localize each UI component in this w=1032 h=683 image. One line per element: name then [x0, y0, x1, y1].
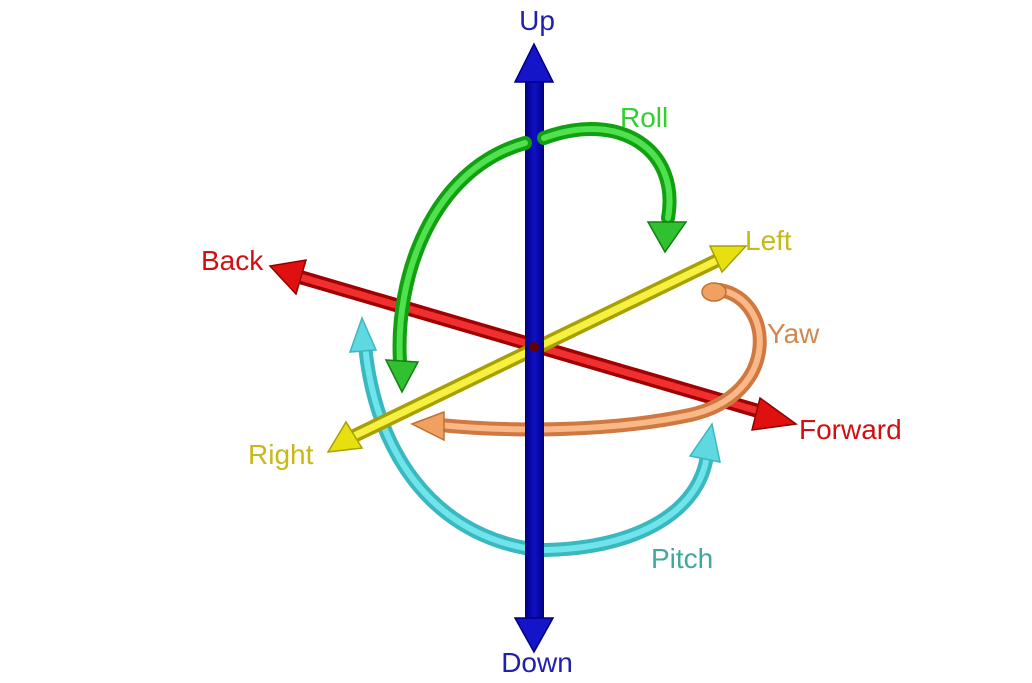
down-arrowhead	[513, 617, 555, 654]
origin-point	[529, 342, 539, 352]
yaw-arrowhead	[410, 410, 445, 442]
roll-arrowhead-right	[646, 221, 688, 254]
back-arrowhead	[268, 259, 308, 296]
back-label: Back	[201, 245, 264, 276]
down-label: Down	[501, 647, 573, 678]
up-arrowhead	[513, 42, 555, 83]
forward-arrowhead	[751, 396, 798, 431]
right-label: Right	[248, 439, 314, 470]
roll-label: Roll	[620, 102, 668, 133]
roll-arrowhead-left	[384, 359, 420, 394]
up-label: Up	[519, 5, 555, 36]
left-label: Left	[745, 225, 792, 256]
vertical-axis	[513, 42, 555, 654]
forward-label: Forward	[799, 414, 902, 445]
roll-arc	[384, 122, 688, 394]
pitch-arrowhead-right	[688, 422, 721, 463]
pitch-arc	[348, 315, 721, 557]
right-arrowhead	[326, 420, 364, 453]
yaw-arc	[410, 282, 767, 442]
yaw-label: Yaw	[767, 318, 820, 349]
pitch-arrowhead-top	[348, 315, 378, 353]
yaw-arc-end	[701, 282, 727, 302]
left-arrowhead	[708, 245, 748, 274]
pitch-label: Pitch	[651, 543, 713, 574]
